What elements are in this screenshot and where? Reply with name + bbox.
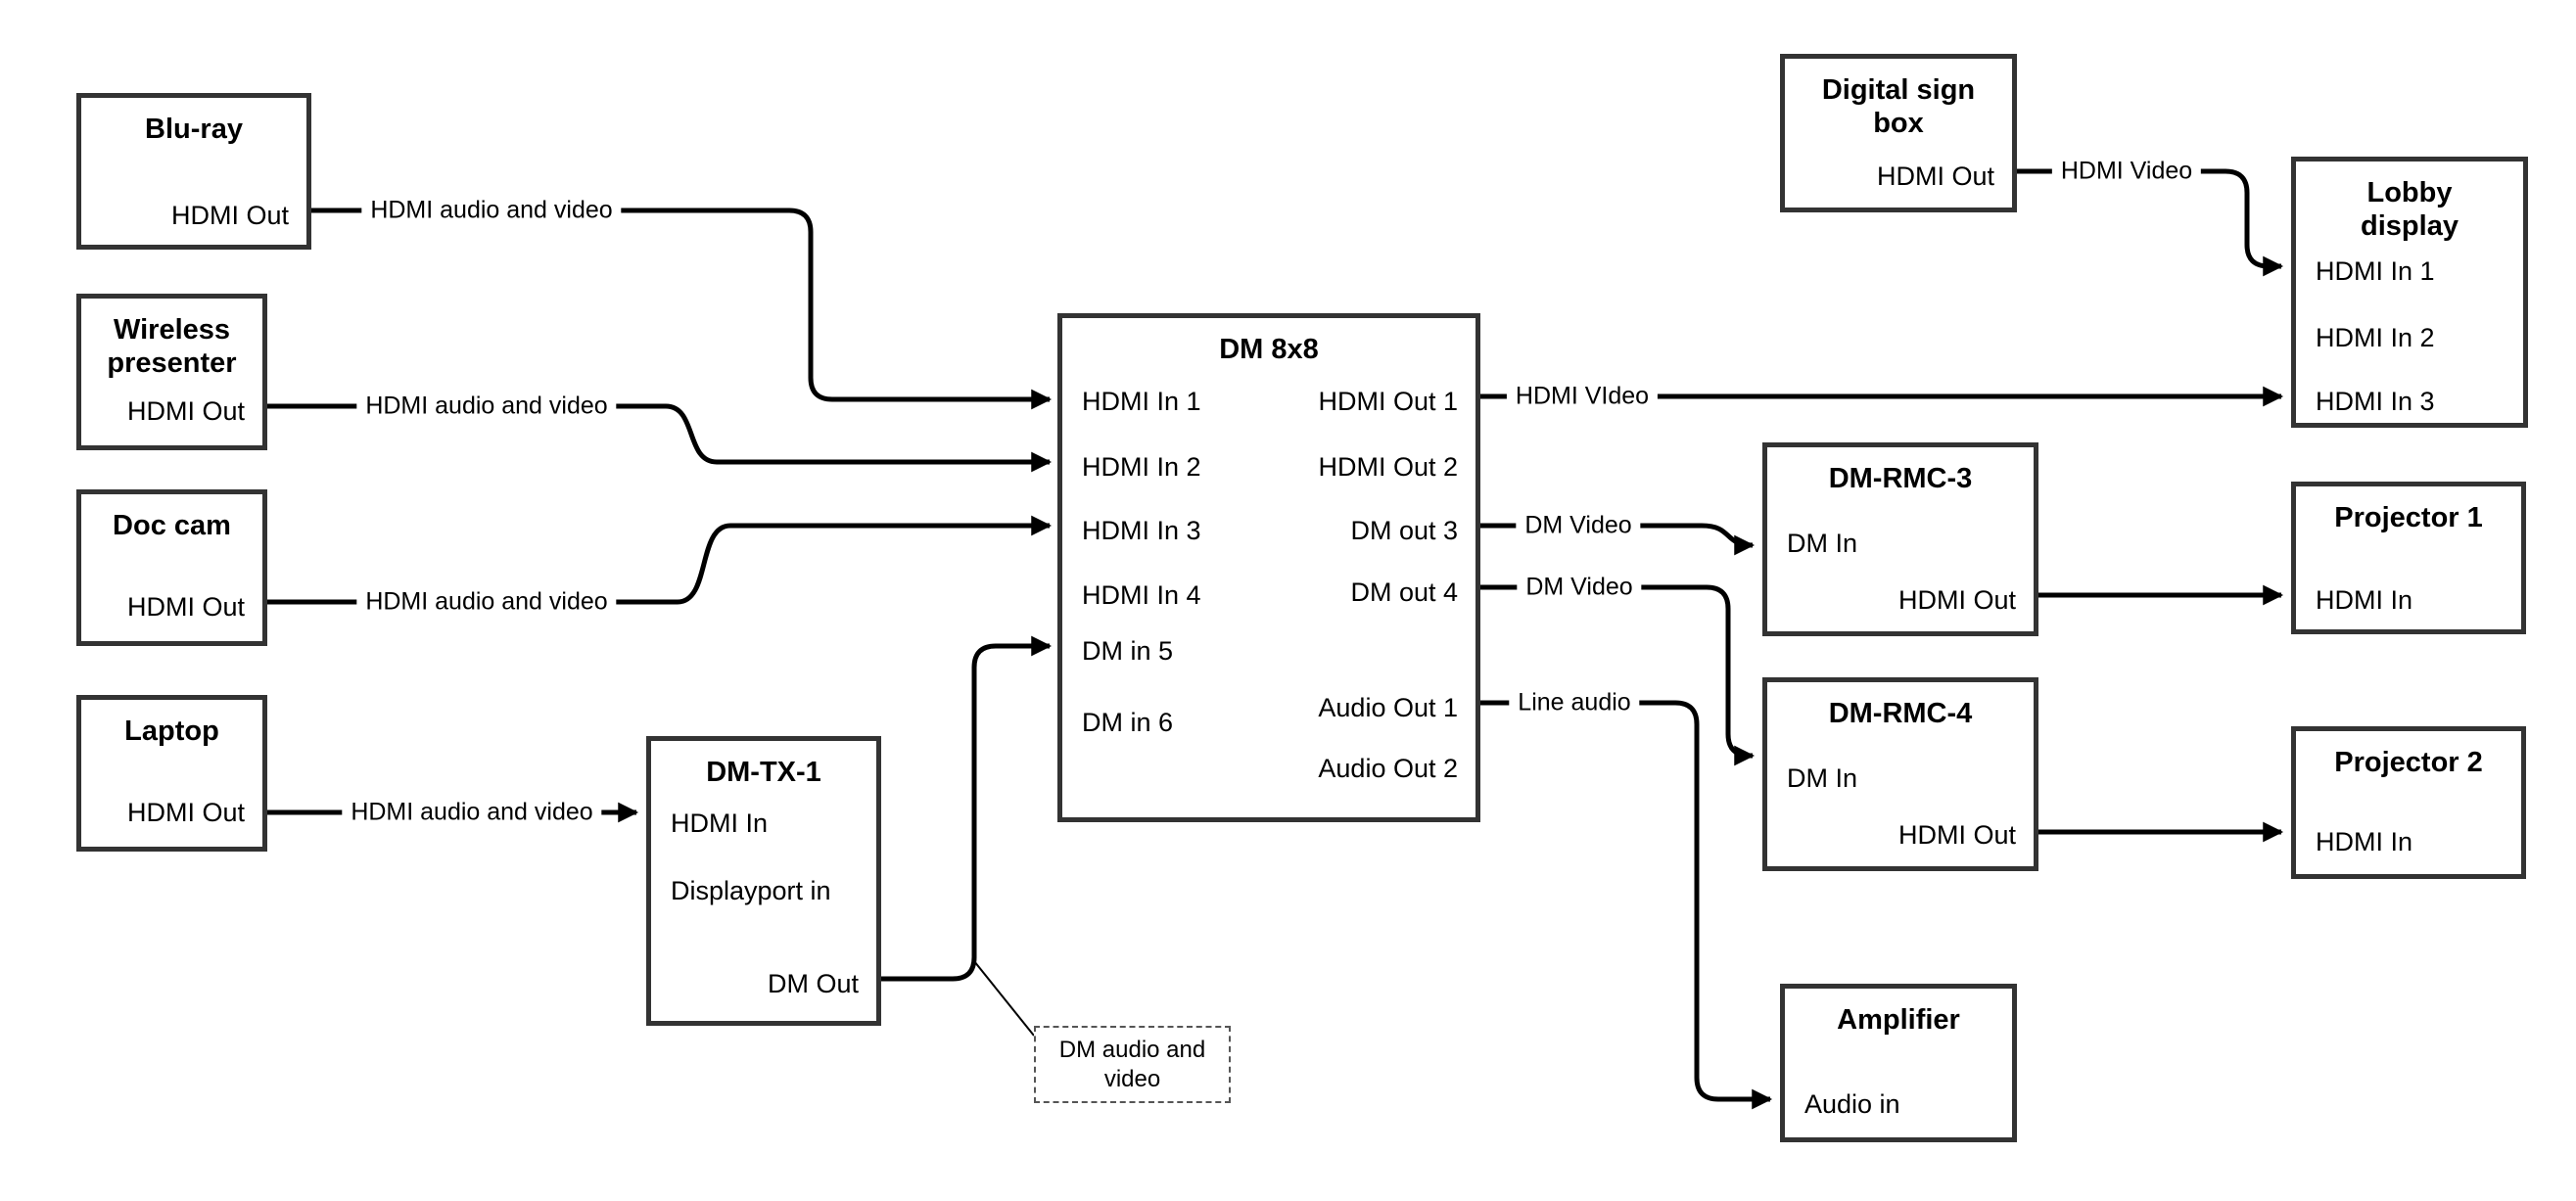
note-callout-line — [973, 960, 1035, 1037]
port-dm-8x8-hdmi-in-3: HDMI In 3 — [1082, 516, 1201, 545]
edge-dm8x8-out4-to-rmc4 — [1480, 584, 1756, 766]
edge-dm8x8-audio1-to-amplifier — [1480, 700, 1773, 1110]
port-projector-1-hdmi-in: HDMI In — [2316, 585, 2413, 615]
edge-label-wireless-to-dm8x8-in2: HDMI audio and video — [356, 392, 617, 421]
port-projector-2-hdmi-in: HDMI In — [2316, 827, 2413, 856]
port-dm-8x8-hdmi-out-1: HDMI Out 1 — [1318, 387, 1458, 416]
node-title-doc-cam: Doc cam — [113, 510, 231, 541]
edge-label-laptop-to-dmtx1: HDMI audio and video — [342, 798, 602, 827]
port-dm-8x8-dm-out-4: DM out 4 — [1350, 577, 1458, 607]
port-dm-8x8-dm-out-3: DM out 3 — [1350, 516, 1458, 545]
port-blu-ray-hdmi-out: HDMI Out — [170, 201, 289, 230]
port-dm-rmc-3-hdmi-out: HDMI Out — [1897, 585, 2016, 615]
port-dm-tx-1-hdmi-in: HDMI In — [671, 808, 769, 838]
edge-label-dm8x8-out3-to-rmc3: DM Video — [1516, 511, 1641, 540]
node-title-lobby-display: Lobby display — [2361, 177, 2459, 242]
edge-label-dm8x8-audio1-to-amplifier: Line audio — [1509, 688, 1640, 717]
node-title-dm-rmc-4: DM-RMC-4 — [1828, 698, 1973, 729]
node-dm-rmc-4: DM-RMC-4 DM In HDMI Out — [1762, 677, 2038, 871]
node-title-digital-sign-box: Digital sign box — [1821, 74, 1976, 139]
port-wireless-presenter-hdmi-out: HDMI Out — [126, 396, 245, 426]
port-dm-8x8-dm-in-5: DM in 5 — [1082, 636, 1174, 666]
port-digital-sign-box-hdmi-out: HDMI Out — [1876, 162, 1994, 191]
node-title-projector-2: Projector 2 — [2334, 747, 2483, 778]
port-dm-8x8-dm-in-6: DM in 6 — [1082, 708, 1174, 737]
edge-label-signbox-to-lobby-in1: HDMI Video — [2051, 157, 2202, 186]
port-dm-rmc-4-dm-in: DM In — [1787, 763, 1858, 793]
port-lobby-display-hdmi-in-1: HDMI In 1 — [2316, 256, 2435, 286]
port-dm-8x8-audio-out-2: Audio Out 2 — [1318, 754, 1458, 783]
edge-doccam-to-dm8x8-in3 — [267, 515, 1053, 605]
node-title-wireless-presenter: Wireless presenter — [107, 314, 237, 379]
edge-signbox-to-lobby-in1 — [2017, 168, 2284, 277]
port-dm-8x8-hdmi-in-2: HDMI In 2 — [1082, 452, 1201, 482]
node-title-dm-tx-1: DM-TX-1 — [706, 757, 821, 788]
port-lobby-display-hdmi-in-2: HDMI In 2 — [2316, 323, 2435, 352]
node-title-blu-ray: Blu-ray — [145, 114, 243, 145]
node-title-projector-1: Projector 1 — [2334, 502, 2483, 533]
node-title-laptop: Laptop — [124, 716, 219, 747]
port-lobby-display-hdmi-in-3: HDMI In 3 — [2316, 387, 2435, 416]
edge-label-dm8x8-out1-to-lobby-in3: HDMI VIdeo — [1506, 382, 1659, 411]
edge-wireless-to-dm8x8-in2 — [267, 403, 1053, 473]
port-dm-8x8-audio-out-1: Audio Out 1 — [1318, 693, 1458, 722]
port-dm-rmc-3-dm-in: DM In — [1787, 529, 1858, 558]
edge-label-bluray-to-dm8x8-in1: HDMI audio and video — [361, 196, 622, 225]
port-laptop-hdmi-out: HDMI Out — [126, 798, 245, 827]
port-dm-8x8-hdmi-in-1: HDMI In 1 — [1082, 387, 1201, 416]
port-doc-cam-hdmi-out: HDMI Out — [126, 592, 245, 622]
node-projector-2: Projector 2 HDMI In — [2291, 726, 2526, 879]
port-dm-8x8-hdmi-in-4: HDMI In 4 — [1082, 580, 1201, 610]
note-dm-audio-video: DM audio and video — [1034, 1026, 1231, 1103]
node-dm-rmc-3: DM-RMC-3 DM In HDMI Out — [1762, 442, 2038, 636]
port-dm-tx-1-displayport-in: Displayport in — [671, 876, 831, 905]
edge-dmtx1-to-dm8x8-in5 — [881, 635, 1053, 982]
port-amplifier-audio-in: Audio in — [1804, 1089, 1900, 1119]
edge-label-doccam-to-dm8x8-in3: HDMI audio and video — [356, 587, 617, 617]
port-dm-8x8-hdmi-out-2: HDMI Out 2 — [1318, 452, 1458, 482]
node-title-amplifier: Amplifier — [1837, 1004, 1960, 1036]
port-dm-rmc-4-hdmi-out: HDMI Out — [1897, 820, 2016, 850]
node-projector-1: Projector 1 HDMI In — [2291, 482, 2526, 634]
edge-dm8x8-out3-to-rmc3 — [1480, 523, 1756, 556]
node-title-dm-8x8: DM 8x8 — [1219, 334, 1319, 365]
edge-bluray-to-dm8x8-in1 — [311, 208, 1053, 410]
edge-label-dm8x8-out4-to-rmc4: DM Video — [1517, 573, 1642, 602]
port-dm-tx-1-dm-out: DM Out — [767, 969, 859, 998]
node-title-dm-rmc-3: DM-RMC-3 — [1828, 463, 1973, 494]
